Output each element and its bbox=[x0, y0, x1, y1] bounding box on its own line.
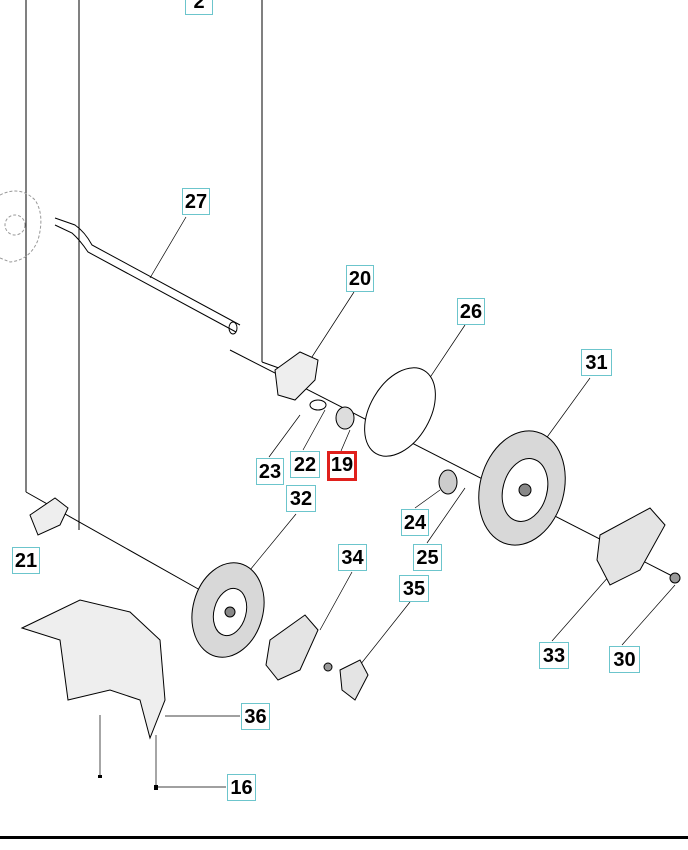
part-label-32[interactable]: 32 bbox=[286, 485, 316, 512]
front-wheel-part-32 bbox=[191, 562, 265, 658]
part-label-25[interactable]: 25 bbox=[413, 544, 442, 571]
hubcap-part-33 bbox=[596, 507, 666, 586]
part-label-35[interactable]: 35 bbox=[399, 575, 429, 602]
hubcap-part-34 bbox=[265, 614, 319, 681]
part-label-34[interactable]: 34 bbox=[338, 544, 367, 571]
bracket-part-21 bbox=[29, 497, 69, 536]
bracket-part-20 bbox=[274, 351, 319, 401]
axle-shaft bbox=[54, 217, 241, 335]
engine-outline bbox=[0, 190, 42, 263]
part-label-31[interactable]: 31 bbox=[581, 349, 612, 376]
pinion-part-24 bbox=[438, 469, 458, 495]
part-label-16[interactable]: 16 bbox=[227, 774, 256, 801]
bottom-divider bbox=[0, 836, 688, 839]
part-label-22[interactable]: 22 bbox=[290, 451, 320, 478]
part-label-27[interactable]: 27 bbox=[182, 188, 210, 215]
nut bbox=[323, 662, 333, 672]
bushing-part-22 bbox=[309, 399, 327, 411]
part-label-36[interactable]: 36 bbox=[241, 703, 270, 730]
cap-part-35 bbox=[339, 659, 369, 701]
part-label-23[interactable]: 23 bbox=[256, 458, 284, 485]
disc-part-26 bbox=[364, 367, 436, 457]
leader-lines bbox=[99, 216, 676, 788]
part-label-30[interactable]: 30 bbox=[609, 646, 640, 673]
gear-part-19 bbox=[335, 406, 355, 430]
part-label-21[interactable]: 21 bbox=[12, 547, 40, 574]
rear-wheel-part-31 bbox=[478, 430, 566, 546]
part-label-33[interactable]: 33 bbox=[539, 642, 569, 669]
part-label-20[interactable]: 20 bbox=[346, 265, 374, 292]
part-label-24[interactable]: 24 bbox=[401, 509, 429, 536]
part-label-19-highlighted[interactable]: 19 bbox=[327, 451, 357, 481]
cover-part-36 bbox=[20, 599, 166, 740]
part-label-26[interactable]: 26 bbox=[457, 298, 485, 325]
nut-part-30 bbox=[669, 572, 681, 584]
part-label-2[interactable]: 2 bbox=[185, 0, 213, 15]
